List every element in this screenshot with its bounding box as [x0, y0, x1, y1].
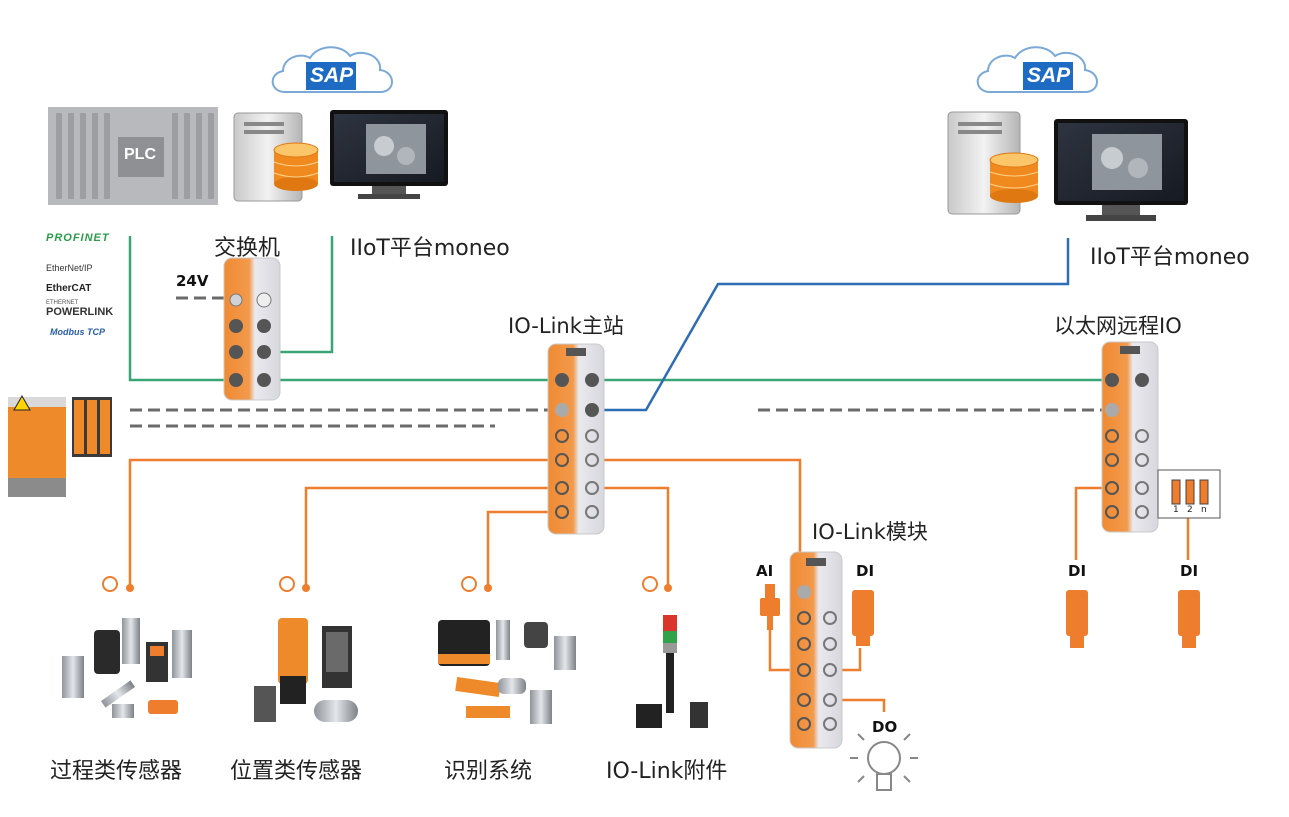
io-link-icons	[102, 576, 658, 592]
ai-sensor	[760, 584, 780, 630]
dip-label-1: 1	[1173, 505, 1179, 515]
power-supply	[8, 394, 112, 497]
iiot-platform-label-left: IIoT平台moneo	[350, 236, 510, 261]
sap-logo-left: SAP	[310, 64, 354, 87]
ethernet-cables	[128, 236, 1112, 382]
process-sensors-image	[62, 618, 192, 718]
voltage-label: 24V	[176, 272, 209, 290]
power-cables	[130, 296, 1112, 428]
plc-device	[48, 107, 218, 205]
monitor-right	[1054, 119, 1188, 221]
io-link-cables	[128, 458, 1190, 712]
cloud-left	[271, 46, 393, 93]
di-label-remote-1: DI	[1068, 562, 1087, 580]
ai-label: AI	[756, 562, 774, 580]
di-sensor-module	[852, 590, 874, 646]
category-process-sensors: 过程类传感器	[50, 759, 183, 784]
switch-label: 交换机	[214, 236, 281, 261]
dip-label-n: n	[1201, 505, 1207, 515]
remote-io-label: 以太网远程IO	[1054, 314, 1182, 338]
sap-logo-right: SAP	[1027, 64, 1071, 87]
protocol-modbus: Modbus TCP	[50, 327, 105, 337]
identification-systems-image	[438, 620, 576, 724]
di-label-module: DI	[856, 562, 875, 580]
switch-device	[223, 257, 281, 401]
io-link-master	[547, 343, 605, 535]
protocol-ethernet-ip: EtherNet/IP	[46, 263, 93, 273]
iiot-platform-label-right: IIoT平台moneo	[1090, 245, 1250, 270]
category-position-sensors: 位置类传感器	[230, 759, 363, 784]
protocol-powerlink: POWERLINK	[46, 306, 114, 318]
dip-label-2: 2	[1187, 505, 1193, 515]
server-left	[233, 112, 319, 202]
dip-switch	[1157, 469, 1221, 519]
di-sensor-remote-2	[1178, 590, 1200, 648]
monitor-left	[330, 110, 448, 199]
category-identification-systems: 识别系统	[444, 759, 533, 784]
protocol-powerlink-prefix: ETHERNET	[46, 300, 79, 306]
ethernet-remote-io	[1101, 341, 1159, 533]
position-sensors-image	[254, 618, 358, 722]
do-label: DO	[872, 718, 898, 736]
cloud-right	[976, 46, 1098, 93]
protocol-profinet: PROFINET	[46, 232, 110, 244]
category-io-link-accessories: IO-Link附件	[606, 759, 728, 784]
di-sensor-remote-1	[1066, 590, 1088, 648]
cable-endpoints	[126, 584, 672, 592]
cloud-cable	[592, 238, 1070, 412]
io-link-module-label: IO-Link模块	[812, 520, 928, 544]
server-right	[947, 111, 1039, 215]
io-link-module	[789, 551, 843, 749]
protocol-ethercat: EtherCAT	[46, 283, 92, 294]
lamp-icon	[850, 733, 918, 791]
io-link-master-label: IO-Link主站	[508, 314, 624, 338]
io-link-accessories-image	[636, 615, 708, 728]
di-label-remote-2: DI	[1180, 562, 1199, 580]
plc-label: PLC	[124, 146, 156, 163]
